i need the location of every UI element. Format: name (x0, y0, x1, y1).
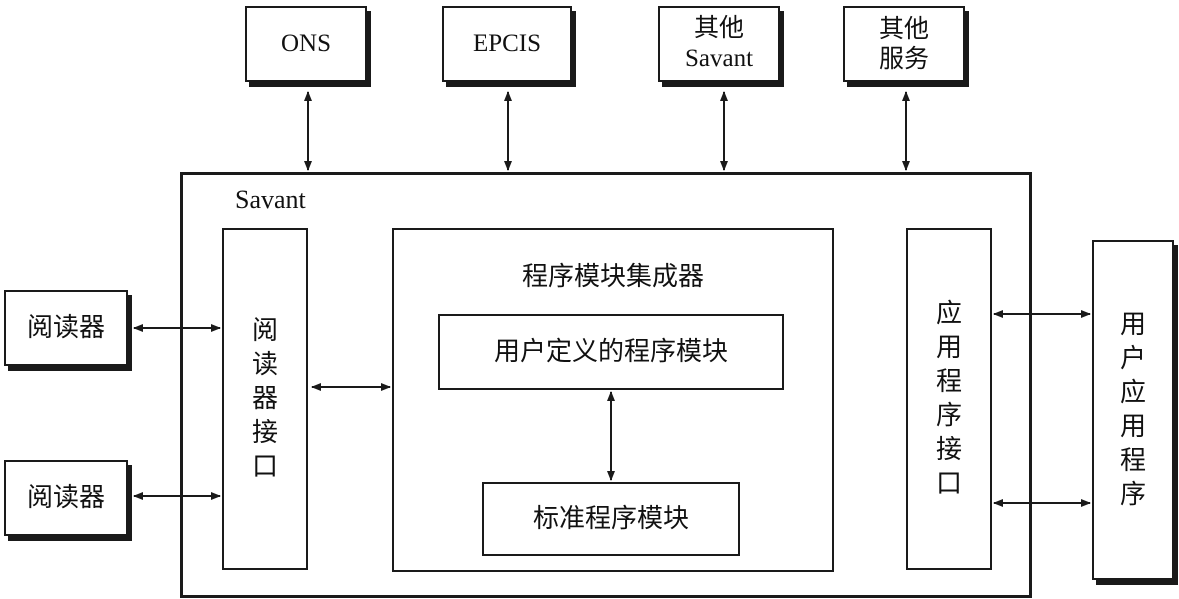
epcis-box: EPCIS (442, 6, 572, 82)
reader-label-2: 阅读器 (26, 483, 105, 513)
reader-interface-label: 阅 读 器 接 口 (251, 316, 278, 482)
user-application-label: 用 户 应 用 程 序 (1119, 310, 1146, 510)
reader-interface-box: 阅 读 器 接 口 (222, 228, 308, 570)
other-services-box: 其他 服务 (843, 6, 965, 82)
standard-module-label: 标准程序模块 (532, 504, 689, 534)
app-interface-label: 应 用 程 序 接 口 (935, 299, 962, 499)
reader-label-1: 阅读器 (26, 313, 105, 343)
other-services-label: 其他 服务 (878, 14, 929, 73)
user-defined-module-label: 用户定义的程序模块 (493, 337, 728, 367)
ons-label: ONS (280, 30, 331, 57)
user-application-box: 用 户 应 用 程 序 (1092, 240, 1174, 580)
other-savant-label: 其他 Savant (684, 15, 754, 72)
user-defined-module-box: 用户定义的程序模块 (438, 314, 784, 390)
savant-title: Savant (235, 185, 306, 214)
standard-module-box: 标准程序模块 (482, 482, 740, 556)
app-interface-box: 应 用 程 序 接 口 (906, 228, 992, 570)
integrator-title: 程序模块集成器 (521, 262, 704, 292)
reader-box-2: 阅读器 (4, 460, 128, 536)
ons-box: ONS (245, 6, 367, 82)
epcis-label: EPCIS (472, 30, 542, 57)
other-savant-box: 其他 Savant (658, 6, 780, 82)
reader-box-1: 阅读器 (4, 290, 128, 366)
